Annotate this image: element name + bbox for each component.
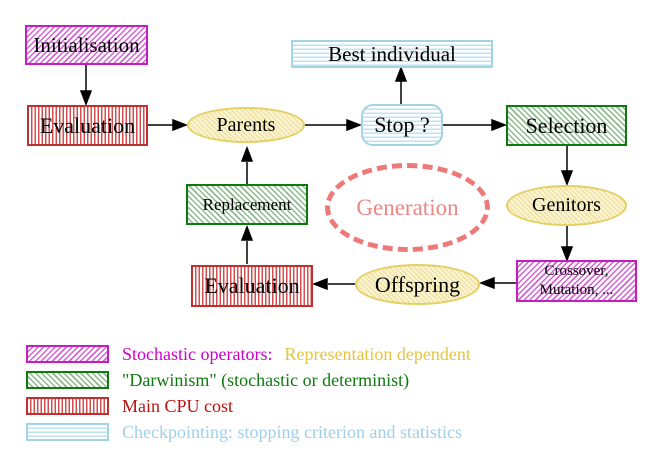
node-evaluation-bottom: Evaluation [191,265,313,307]
arrow-crossover-to-offspring [478,276,516,290]
crossover-line2: Mutation, ... [539,282,614,298]
node-crossover-mutation: Crossover, Mutation, ... [516,260,637,302]
node-best-individual: Best individual [291,40,493,68]
legend-label-representation-dependent: Representation dependent [284,343,471,364]
legend-swatch-green-hatch [26,371,109,389]
node-parents: Parents [187,107,305,143]
legend-row-checkpointing: Checkpointing: stopping criterion and st… [26,421,462,442]
arrow-offspring-to-evaluation [311,277,355,291]
node-offspring: Offspring [355,264,480,305]
legend-label-checkpointing: Checkpointing: stopping criterion and st… [122,421,462,442]
arrow-stop-to-best-individual [394,65,408,104]
legend-label-stochastic-operators: Stochastic operators: [122,343,273,364]
node-genitors: Genitors [506,185,627,226]
arrow-initialisation-to-evaluation [79,64,93,107]
node-initialisation: Initialisation [25,25,148,65]
legend-swatch-magenta-hatch [26,345,109,363]
arrow-parents-to-stop [305,118,363,132]
arrow-evaluation-to-replacement [240,224,254,264]
arrow-genitors-to-crossover [560,226,574,263]
arrow-selection-to-genitors [560,146,574,187]
legend-row-darwinism: "Darwinism" (stochastic or determinist) [26,369,410,390]
legend-label-darwinism: "Darwinism" (stochastic or determinist) [122,369,410,390]
arrow-evaluation-to-parents [147,118,189,132]
generation-loop-ellipse: Generation [325,163,490,252]
legend-row-cpu-cost: Main CPU cost [26,395,234,416]
arrow-replacement-to-parents [240,145,254,184]
node-stop-condition: Stop ? [361,104,443,146]
legend-label-cpu-cost: Main CPU cost [122,395,234,416]
crossover-line1: Crossover, [544,263,609,280]
node-replacement: Replacement [186,184,308,225]
node-evaluation-top: Evaluation [27,105,148,146]
legend-swatch-red-stripes [26,397,109,415]
legend-swatch-cyan-lines [26,423,109,441]
legend-row-stochastic-operators: Stochastic operators: Representation dep… [26,343,471,364]
arrow-stop-to-selection [443,118,508,132]
node-selection: Selection [506,105,627,146]
